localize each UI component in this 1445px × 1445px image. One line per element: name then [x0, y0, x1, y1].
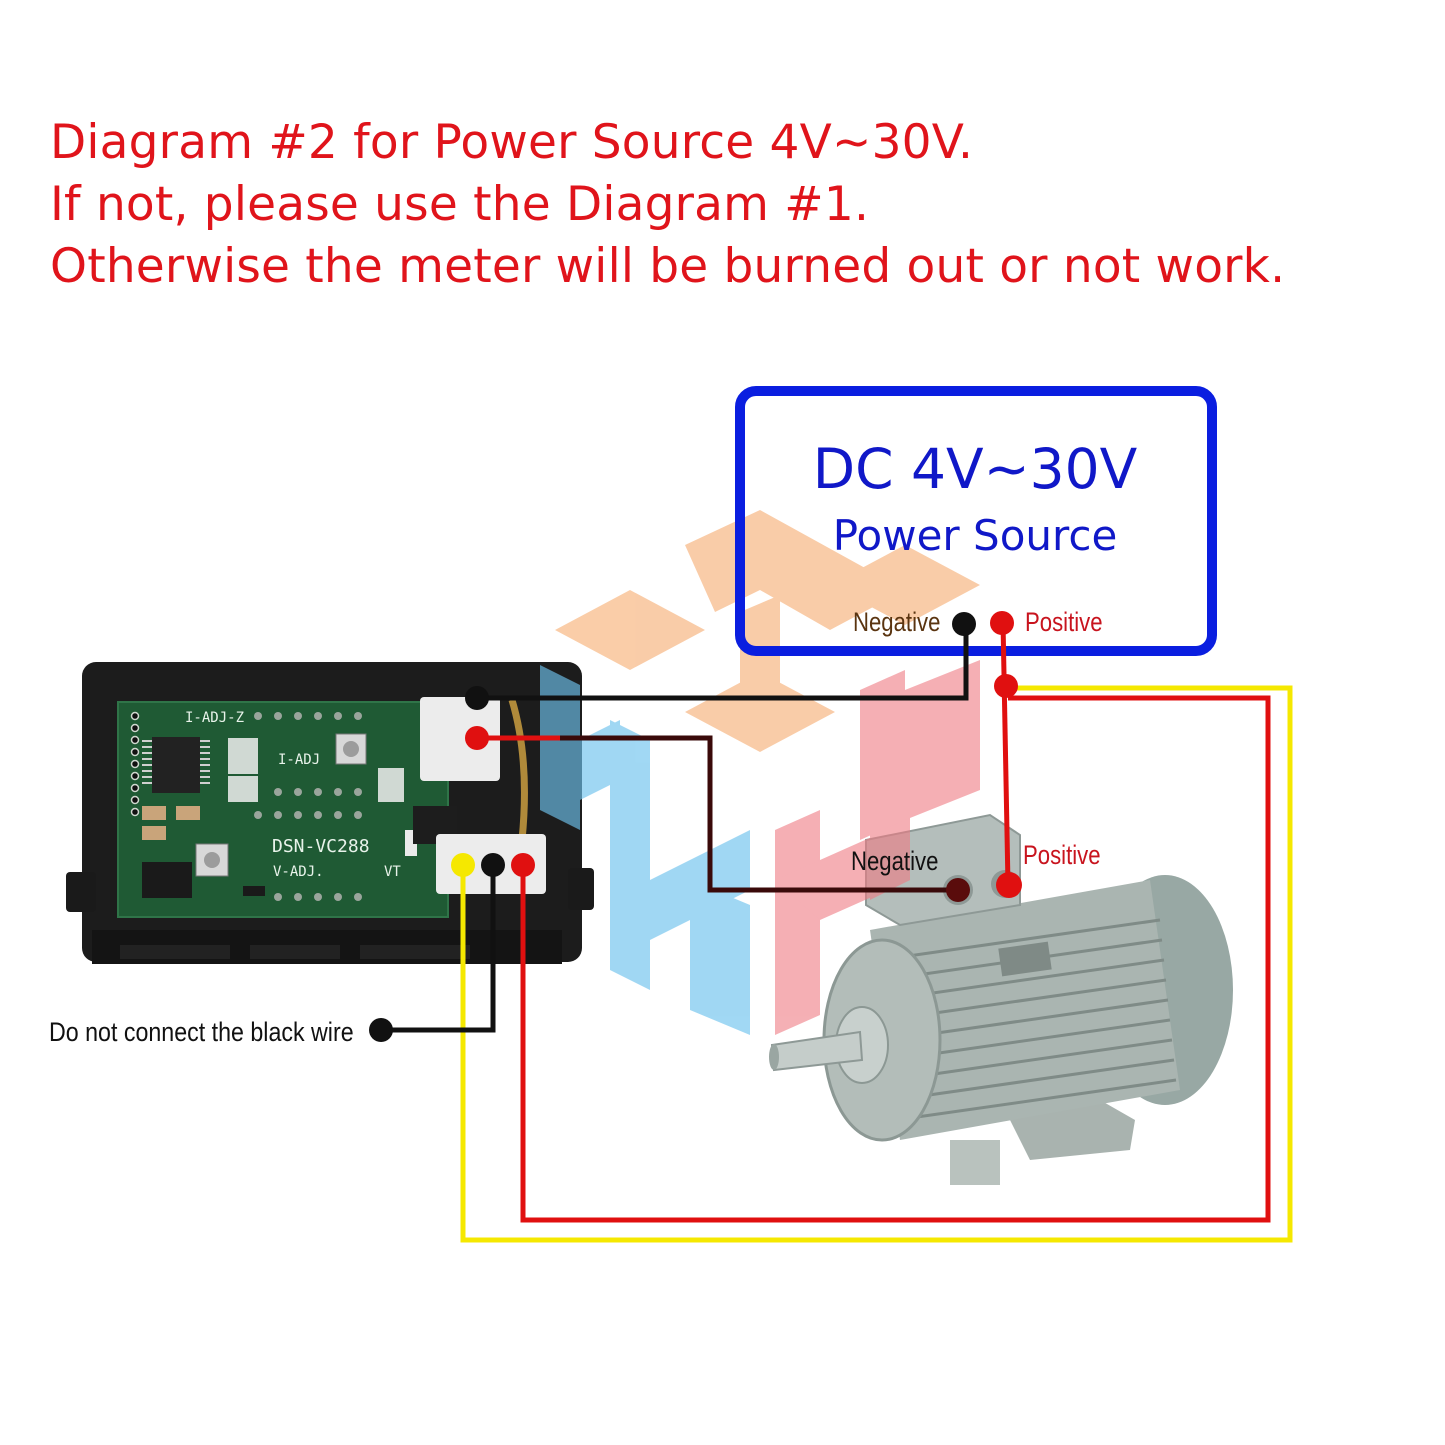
wires	[381, 621, 1293, 1243]
shunt-wire	[508, 698, 528, 841]
source-negative-label: Negative	[853, 607, 941, 637]
electric-motor	[769, 813, 1233, 1185]
meter-thick-red-dot	[465, 726, 489, 750]
meter-thin-yellow-dot	[451, 853, 475, 877]
motor-negative-dot	[946, 878, 970, 902]
motor-foot	[950, 1140, 1000, 1185]
power-source-box	[735, 386, 1217, 656]
power-source-voltage: DC 4V~30V	[812, 437, 1138, 501]
pot-knob	[343, 741, 359, 757]
unconnected-wire-end-dot	[369, 1018, 393, 1042]
ic-pins	[142, 740, 210, 784]
instruction-text: Diagram #2 for Power Source 4V~30V. If n…	[50, 112, 1285, 298]
meter-thick-black-dot	[465, 686, 489, 710]
housing-slot	[120, 945, 230, 959]
motor-nameplate	[998, 941, 1052, 977]
black-wire-note: Do not connect the black wire	[49, 1017, 354, 1047]
instruction-line-3: Otherwise the meter will be burned out o…	[50, 239, 1286, 294]
meter-thin-red-dot	[511, 853, 535, 877]
power-source-label: Power Source	[832, 511, 1118, 560]
meter-thin-black-dot	[481, 853, 505, 877]
source-positive-label: Positive	[1025, 607, 1103, 637]
meter-module: I-ADJ-Z I-ADJ DSN-VC288 V-ADJ. VT	[66, 662, 594, 964]
instruction-line-2: If not, please use the Diagram #1.	[50, 177, 870, 232]
housing-slot	[360, 945, 470, 959]
smd-components	[142, 738, 417, 898]
watermark-logo	[540, 510, 980, 1035]
source-negative-dot	[952, 612, 976, 636]
solder-points	[254, 712, 362, 901]
wire-black-source-negative	[477, 625, 969, 701]
wire-black-unconnected	[381, 865, 496, 1033]
pcb-label-model: DSN-VC288	[272, 836, 370, 857]
terminal-dots	[369, 611, 1022, 1042]
motor-positive-dot	[996, 872, 1022, 898]
wire-dark-motor-negative	[560, 735, 958, 893]
wire-red-source-to-motor	[1000, 621, 1011, 886]
pot-knob	[204, 852, 220, 868]
pin-header-left	[130, 711, 140, 817]
wire-red-loop	[520, 695, 1271, 1223]
pcb-label-i-adj: I-ADJ	[278, 752, 320, 768]
housing-clip-left	[66, 872, 96, 912]
positive-junction-dot	[994, 674, 1018, 698]
pcb-label-v-adj: V-ADJ.	[273, 864, 324, 880]
housing-slot	[250, 945, 340, 959]
motor-negative-label: Negative	[851, 846, 939, 876]
pcb-label-i-adj-z: I-ADJ-Z	[185, 710, 244, 726]
instruction-line-1: Diagram #2 for Power Source 4V~30V.	[50, 115, 974, 170]
thick-connector	[420, 697, 500, 781]
motor-feet	[930, 1090, 1135, 1160]
shaft-end	[769, 1044, 779, 1070]
motor-positive-label: Positive	[1023, 840, 1101, 870]
housing-clip-right	[568, 868, 594, 910]
ic-chip	[152, 737, 200, 793]
source-positive-dot	[990, 611, 1014, 635]
wire-yellow	[460, 685, 1293, 1243]
motor-body	[870, 880, 1180, 1140]
pcb-label-vt: VT	[384, 864, 401, 880]
